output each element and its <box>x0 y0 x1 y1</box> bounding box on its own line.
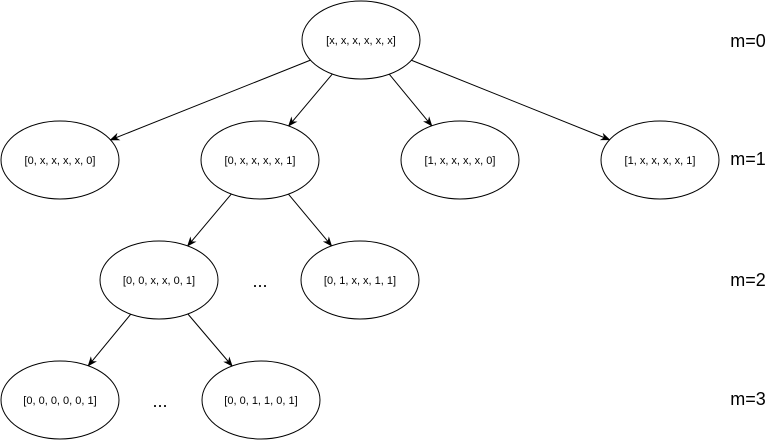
edge-root-to-l1-a <box>109 59 311 141</box>
node-root: [x, x, x, x, x, x] <box>301 0 421 80</box>
node-l2-b-label: [0, 1, x, x, 1, 1] <box>324 275 396 287</box>
level-label-m1: m=1 <box>730 149 766 169</box>
ellipsis-level-3: ... <box>152 391 167 411</box>
node-l1-b-shape <box>200 120 320 200</box>
node-l1-c: [1, x, x, x, x, 0] <box>400 120 520 200</box>
node-l1-d: [1, x, x, x, x, 1] <box>600 120 720 200</box>
node-l3-b: [0, 0, 1, 1, 0, 1] <box>201 360 321 440</box>
edge-l2-a-to-l3-a <box>87 313 132 367</box>
edge-root-to-l1-c <box>388 73 433 127</box>
node-l3-a: [0, 0, 0, 0, 0, 1] <box>0 360 120 440</box>
node-l1-d-shape <box>600 120 720 200</box>
node-l3-b-label: [0, 0, 1, 1, 0, 1] <box>224 395 297 407</box>
node-l1-b: [0, x, x, x, x, 1] <box>200 120 320 200</box>
node-l1-a-shape <box>0 120 120 200</box>
node-root-label: [x, x, x, x, x, x] <box>326 35 396 47</box>
edge-l2-a-to-l3-b <box>187 313 233 367</box>
node-l3-a-label: [0, 0, 0, 0, 0, 1] <box>23 395 96 407</box>
edge-l1-b-to-l2-b <box>288 193 333 247</box>
node-l3-b-shape <box>201 360 321 440</box>
node-l2-a-label: [0, 0, x, x, 0, 1] <box>123 275 195 287</box>
node-l1-a-label: [0, x, x, x, x, 0] <box>25 155 96 167</box>
edge-l1-b-to-l2-a <box>187 193 232 247</box>
level-label-m3: m=3 <box>730 389 766 409</box>
node-l3-a-shape <box>0 360 120 440</box>
node-l2-b: [0, 1, x, x, 1, 1] <box>300 240 420 320</box>
node-l1-c-label: [1, x, x, x, x, 0] <box>425 155 496 167</box>
level-label-m0: m=0 <box>730 31 766 51</box>
node-l1-b-label: [0, x, x, x, x, 1] <box>225 155 296 167</box>
node-l2-a: [0, 0, x, x, 0, 1] <box>99 240 219 320</box>
node-l1-a: [0, x, x, x, x, 0] <box>0 120 120 200</box>
node-l2-a-shape <box>99 240 219 320</box>
edge-root-to-l1-d <box>411 59 611 141</box>
node-root-shape <box>301 0 421 80</box>
ellipsis-level-2: ... <box>252 271 267 291</box>
edges-layer <box>87 59 611 367</box>
edge-root-to-l1-b <box>288 73 333 127</box>
node-l1-c-shape <box>400 120 520 200</box>
node-l2-b-shape <box>300 240 420 320</box>
node-l1-d-label: [1, x, x, x, x, 1] <box>625 155 696 167</box>
level-label-m2: m=2 <box>730 270 766 290</box>
